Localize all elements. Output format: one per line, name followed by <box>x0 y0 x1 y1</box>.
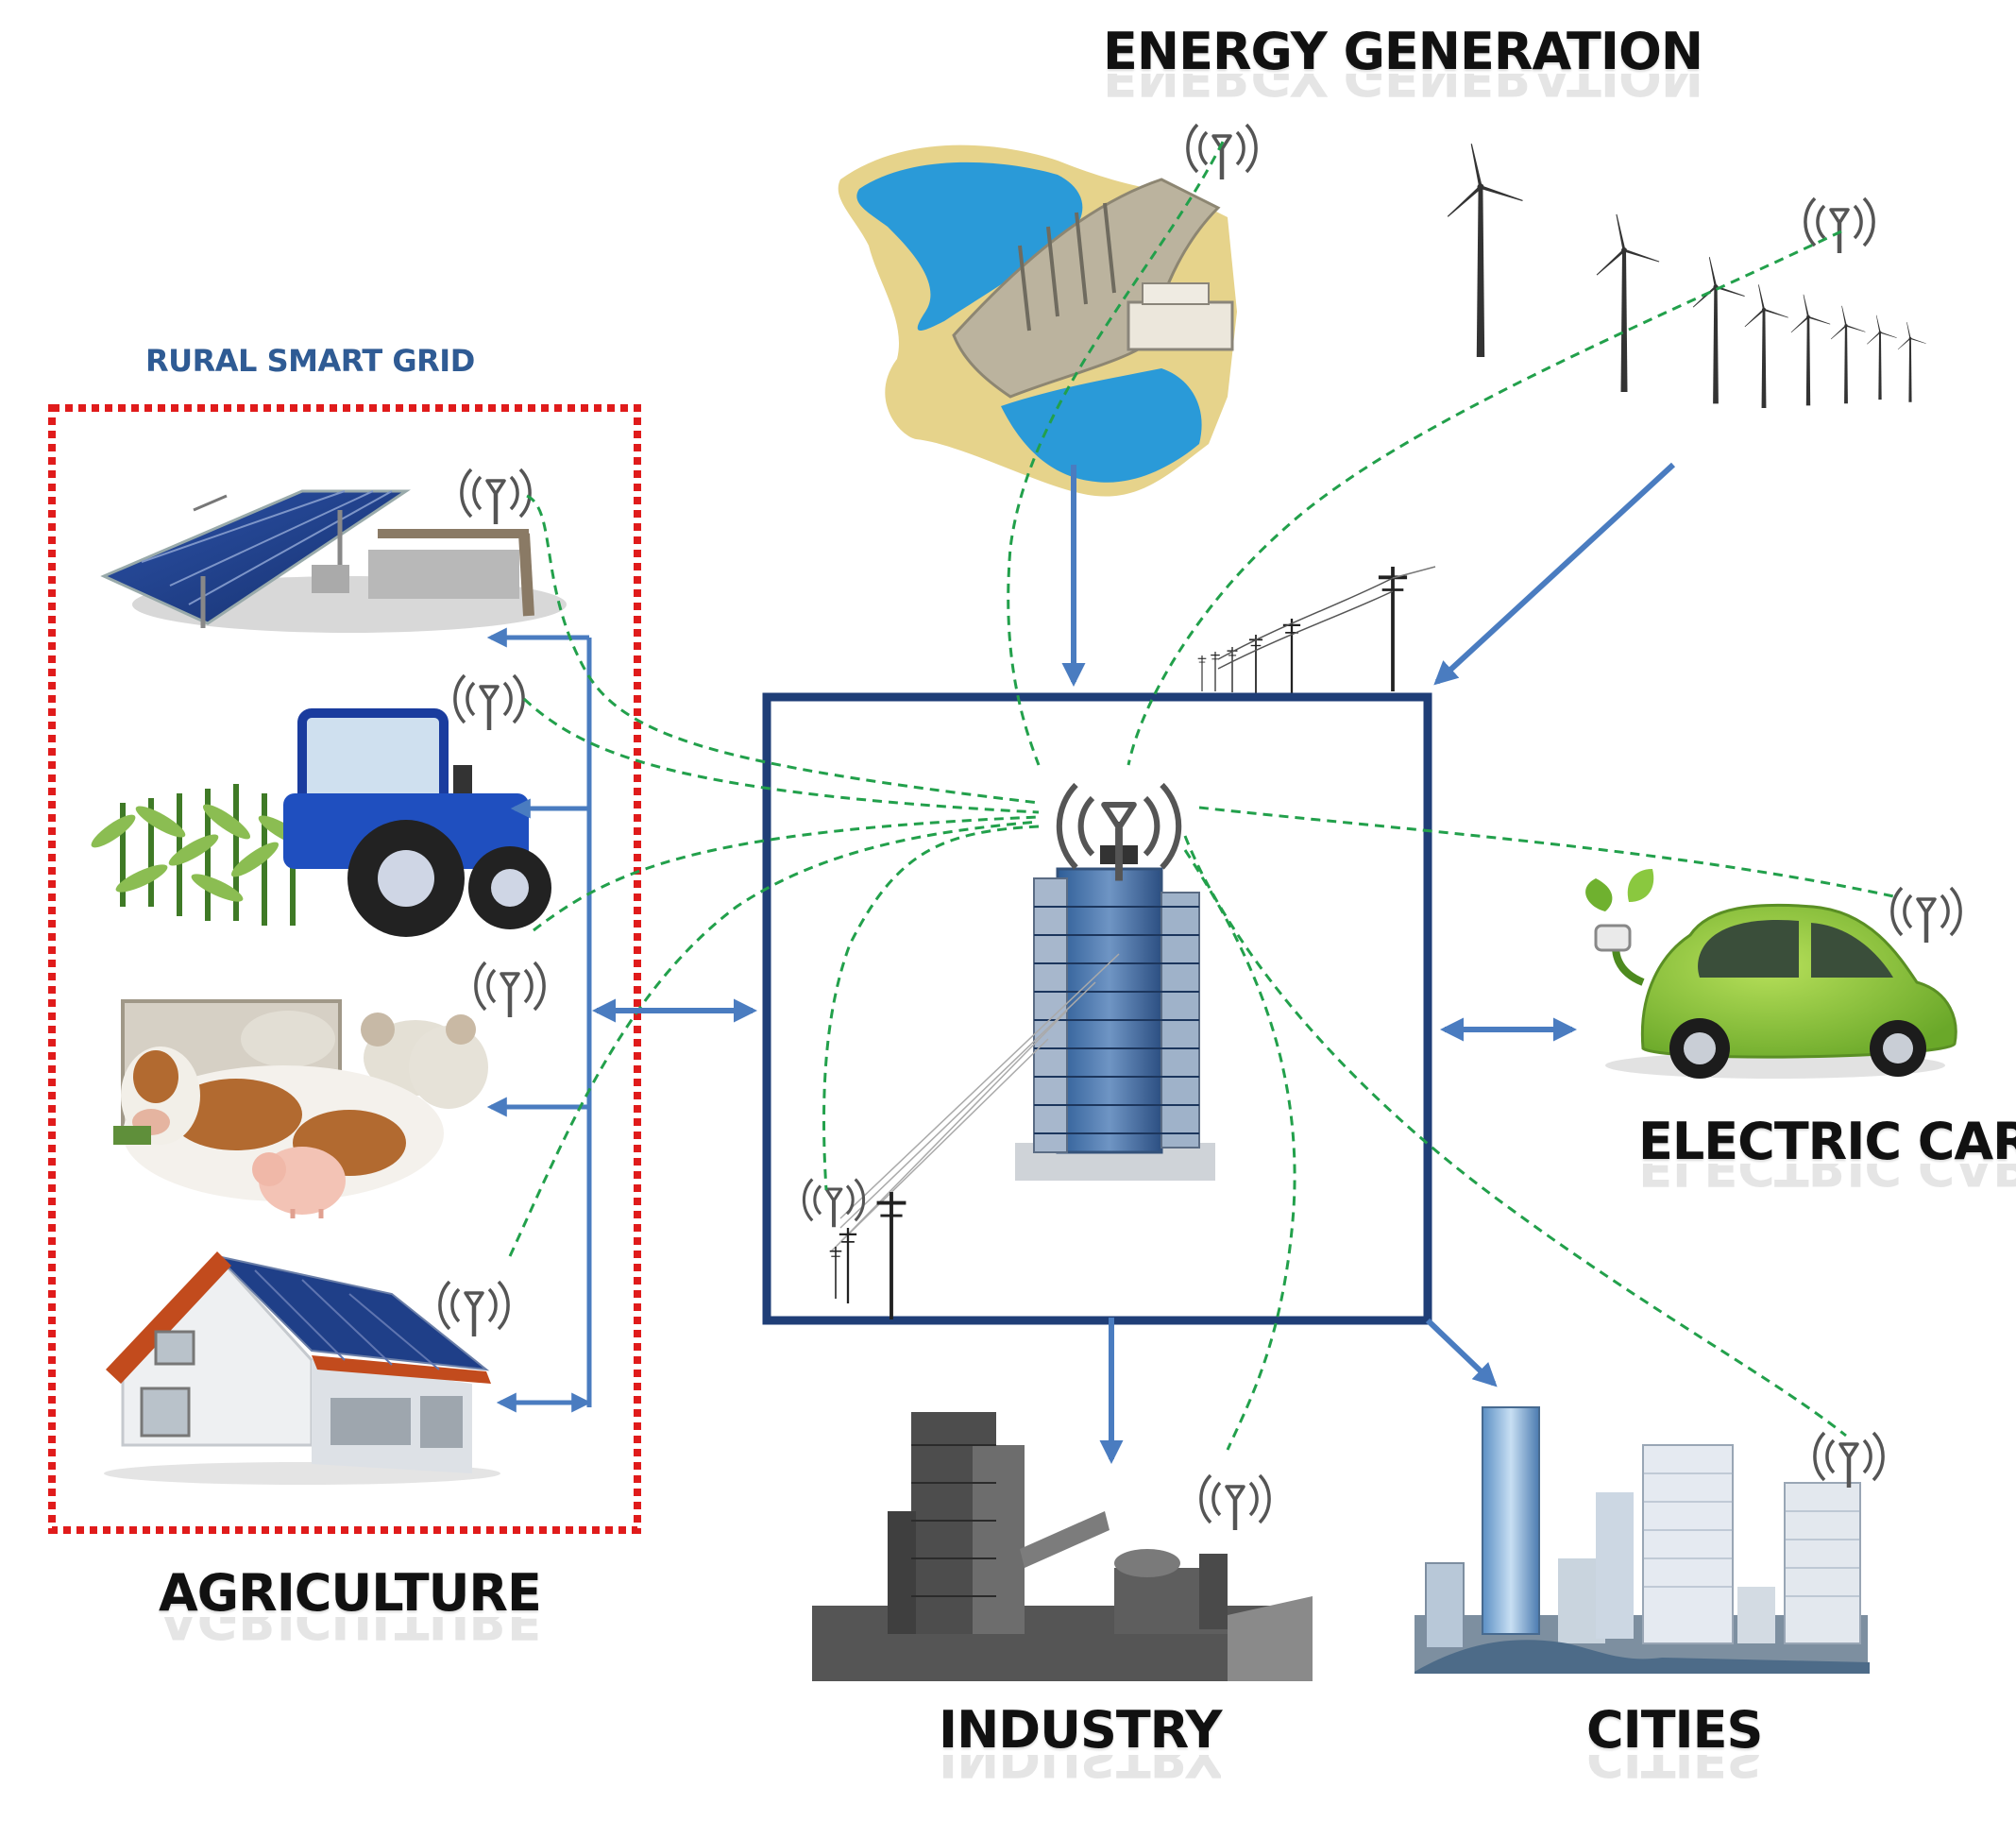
central-grid-box <box>762 692 1432 1325</box>
industry-label: INDUSTRY <box>939 1700 1222 1760</box>
solar-house-icon <box>104 1251 500 1485</box>
electric-car-label: ELECTRIC CAR <box>1638 1112 2016 1171</box>
antenna-icon <box>1815 1433 1883 1488</box>
rural-smart-grid-border <box>48 404 641 1534</box>
antenna-icon <box>462 469 530 524</box>
power-pole-icon <box>828 1192 906 1319</box>
skyline-icon <box>1415 1406 1870 1674</box>
energy-generation-label: ENERGY GENERATION <box>1103 22 1703 81</box>
antenna-icon <box>1059 785 1178 881</box>
electric-car-icon <box>1585 869 1957 1079</box>
energy-generation-reflection: ENERGY GENERATION <box>1103 74 1703 102</box>
agriculture-reflection: AGRICULTURE <box>159 1617 541 1645</box>
rural-smart-grid-label: RURAL SMART GRID <box>145 343 475 379</box>
cities-reflection: CITIES <box>1586 1755 1762 1783</box>
antenna-icon <box>1188 125 1256 179</box>
tower-building-icon <box>830 822 1215 1252</box>
tractor-icon <box>91 708 551 937</box>
wireless-links <box>508 141 1899 1451</box>
dam-icon <box>838 145 1237 497</box>
livestock-icon <box>113 999 488 1218</box>
agriculture-label: AGRICULTURE <box>159 1563 542 1623</box>
antenna-icon <box>1805 198 1873 253</box>
flow-arrows <box>591 462 1676 1465</box>
solar-panel-icon <box>100 489 567 633</box>
industry-reflection: INDUSTRY <box>939 1755 1221 1783</box>
rural-power-bus <box>486 627 592 1413</box>
antenna-icon <box>1201 1475 1269 1530</box>
power-pole-icon <box>1196 566 1436 694</box>
antenna-icon <box>455 675 523 730</box>
antenna-icon <box>440 1282 508 1336</box>
antenna-icon <box>802 1177 866 1230</box>
electric-car-reflection: ELECTRIC CAR <box>1638 1164 2016 1192</box>
wind-turbine-icon <box>1447 143 1926 408</box>
antenna-icon <box>476 962 544 1017</box>
cities-label: CITIES <box>1586 1700 1763 1760</box>
factory-icon <box>812 1412 1313 1681</box>
antenna-icon <box>1892 888 1960 943</box>
